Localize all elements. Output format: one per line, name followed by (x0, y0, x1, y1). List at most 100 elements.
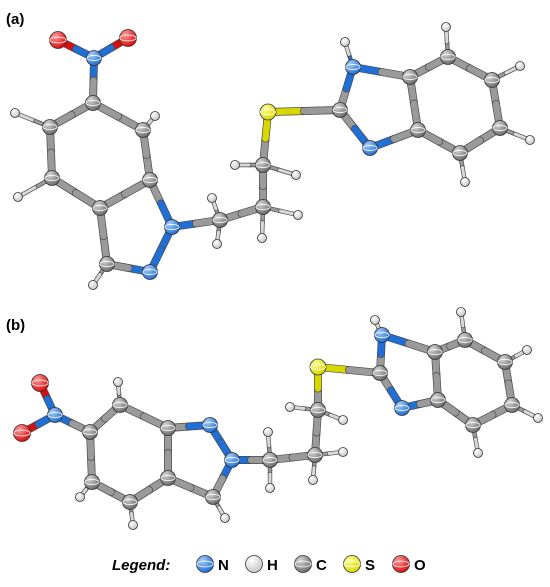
atom-carbon-C3-ellipsoid-ring (160, 424, 176, 432)
atom-carbon-C15 (484, 72, 500, 88)
atom-oxygen-O1-ellipsoid-ring (31, 379, 49, 387)
atom-carbon-C6-ellipsoid-ring (135, 126, 151, 134)
atom-sulfur-S1-ellipsoid-ring (309, 363, 327, 371)
atom-carbon-C15 (497, 354, 513, 370)
atom-hydrogen-H1 (10, 108, 20, 118)
atom-oxygen-O2-ellipsoid-ring (119, 34, 137, 42)
atom-carbon-C13-ellipsoid-ring (410, 126, 426, 134)
panel-label-b: (b) (6, 317, 25, 334)
atom-hydrogen-H15 (460, 177, 470, 187)
atom-nitrogen-N3-ellipsoid-ring (224, 456, 240, 464)
legend-label-oxygen: O (414, 557, 426, 574)
atom-hydrogen-H4 (220, 513, 230, 523)
atom-nitrogen-N4 (345, 59, 361, 75)
legend-title: Legend: (112, 557, 170, 574)
atom-carbon-C12 (402, 69, 418, 85)
legend-swatch-nitrogen (196, 555, 214, 573)
atom-carbon-C14-ellipsoid-ring (457, 336, 473, 344)
atom-carbon-C9-ellipsoid-ring (307, 451, 323, 459)
atom-nitrogen-N4-ellipsoid-ring (345, 63, 361, 71)
atom-carbon-C8 (212, 212, 228, 228)
atom-hydrogen-H12 (456, 307, 466, 317)
atom-sulfur-S1-ellipsoid-ring (259, 108, 277, 116)
atom-hydrogen-H2 (13, 192, 23, 202)
atom-carbon-C3 (160, 420, 176, 436)
atom-carbon-C2 (112, 397, 128, 413)
atom-hydrogen-H11 (370, 315, 380, 325)
atom-carbon-C14 (457, 332, 473, 348)
atom-oxygen-O1 (49, 31, 67, 49)
atom-oxygen-O1-ellipsoid-ring (49, 36, 67, 44)
atom-carbon-C12-ellipsoid-ring (402, 73, 418, 81)
atom-carbon-C4 (92, 200, 108, 216)
atom-carbon-C6 (84, 474, 100, 490)
atom-carbon-C1-ellipsoid-ring (82, 428, 98, 436)
atom-carbon-C17-ellipsoid-ring (452, 149, 468, 157)
atom-nitrogen-N4-ellipsoid-ring (374, 331, 390, 339)
atom-carbon-C1 (82, 424, 98, 440)
legend-swatch-hydrogen (245, 555, 263, 573)
legend-swatch-oxygen-ellipsoid-ring (392, 560, 410, 568)
legend-label-sulfur: S (365, 557, 375, 574)
atom-hydrogen-H3 (128, 520, 138, 530)
atom-carbon-C1-ellipsoid-ring (85, 99, 101, 107)
atoms-panel-b (13, 307, 543, 530)
atom-carbon-C2-ellipsoid-ring (42, 123, 58, 131)
atom-hydrogen-H14 (533, 413, 543, 423)
atom-hydrogen-H9 (285, 402, 295, 412)
atom-carbon-C2-ellipsoid-ring (112, 401, 128, 409)
atom-carbon-C9 (255, 199, 271, 215)
atom-hydrogen-H10 (291, 170, 301, 180)
atom-hydrogen-H7 (338, 447, 348, 457)
legend-swatch-nitrogen-ellipsoid-ring (196, 560, 214, 568)
panel-b: (b) (6, 307, 543, 530)
atom-carbon-C8-ellipsoid-ring (262, 456, 278, 464)
legend-label-hydrogen: H (267, 557, 278, 574)
atom-hydrogen-H8 (308, 475, 318, 485)
atom-nitrogen-N3 (224, 452, 240, 468)
atom-sulfur-S1 (309, 358, 327, 376)
atom-carbon-C3-ellipsoid-ring (44, 174, 60, 182)
atom-carbon-C4 (160, 470, 176, 486)
legend-swatch-oxygen (392, 555, 410, 573)
atom-carbon-C10 (255, 157, 271, 173)
atom-hydrogen-H5 (207, 193, 217, 203)
atom-carbon-C5-ellipsoid-ring (122, 498, 138, 506)
atom-carbon-C16 (492, 120, 508, 136)
atom-hydrogen-H7 (293, 210, 303, 220)
atom-hydrogen-H2 (75, 492, 85, 502)
atom-carbon-C10 (310, 402, 326, 418)
atom-nitrogen-N5 (394, 400, 410, 416)
atom-hydrogen-H3 (150, 111, 160, 121)
atom-carbon-C1 (85, 95, 101, 111)
atom-carbon-C16-ellipsoid-ring (492, 124, 508, 132)
atom-hydrogen-H13 (515, 61, 525, 71)
atom-hydrogen-H1 (113, 377, 123, 387)
atom-carbon-C7-ellipsoid-ring (205, 493, 221, 501)
atom-carbon-C8-ellipsoid-ring (212, 216, 228, 224)
atom-carbon-C12-ellipsoid-ring (427, 348, 443, 356)
atom-carbon-C13-ellipsoid-ring (430, 396, 446, 404)
atom-nitrogen-N2-ellipsoid-ring (202, 421, 218, 429)
atom-hydrogen-H14 (525, 135, 535, 145)
atom-nitrogen-N3 (142, 264, 158, 280)
atom-carbon-C9-ellipsoid-ring (255, 203, 271, 211)
atom-oxygen-O2 (119, 29, 137, 47)
atom-nitrogen-N5 (362, 140, 378, 156)
atom-nitrogen-N1 (47, 407, 63, 423)
atom-hydrogen-H5 (263, 427, 273, 437)
atom-nitrogen-N2 (202, 417, 218, 433)
legend-label-carbon: C (316, 557, 327, 574)
atom-carbon-C10-ellipsoid-ring (255, 161, 271, 169)
atom-carbon-C11 (332, 102, 348, 118)
legend-swatch-sulfur-ellipsoid-ring (343, 560, 361, 568)
atom-hydrogen-H13 (522, 345, 532, 355)
atom-carbon-C11-ellipsoid-ring (372, 369, 388, 377)
panel-a: (a) (6, 11, 535, 290)
atom-hydrogen-H10 (338, 415, 348, 425)
atom-hydrogen-H6 (212, 239, 222, 249)
atom-nitrogen-N1 (86, 50, 102, 66)
